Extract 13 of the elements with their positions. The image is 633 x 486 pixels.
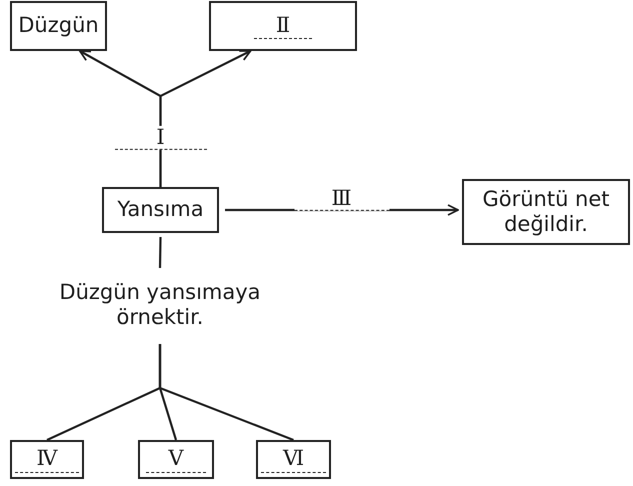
arrow bbox=[159, 50, 252, 187]
answer-box: Ⅴ bbox=[138, 440, 214, 479]
edge-label: Ⅰ bbox=[114, 126, 206, 150]
connector-line bbox=[158, 236, 162, 268]
answer-box: Ⅵ bbox=[256, 440, 331, 479]
process-box: Yansıma bbox=[102, 187, 219, 233]
answer-box: Ⅳ bbox=[10, 440, 84, 479]
answer-box: Ⅱ bbox=[209, 1, 357, 51]
connector-line bbox=[158, 344, 294, 442]
process-box: Görüntü net değildir. bbox=[462, 179, 630, 245]
edge-label: Ⅲ bbox=[294, 186, 389, 211]
node-label: Düzgün yansımaya örnektir. bbox=[40, 270, 280, 340]
process-box: Düzgün bbox=[10, 1, 107, 51]
